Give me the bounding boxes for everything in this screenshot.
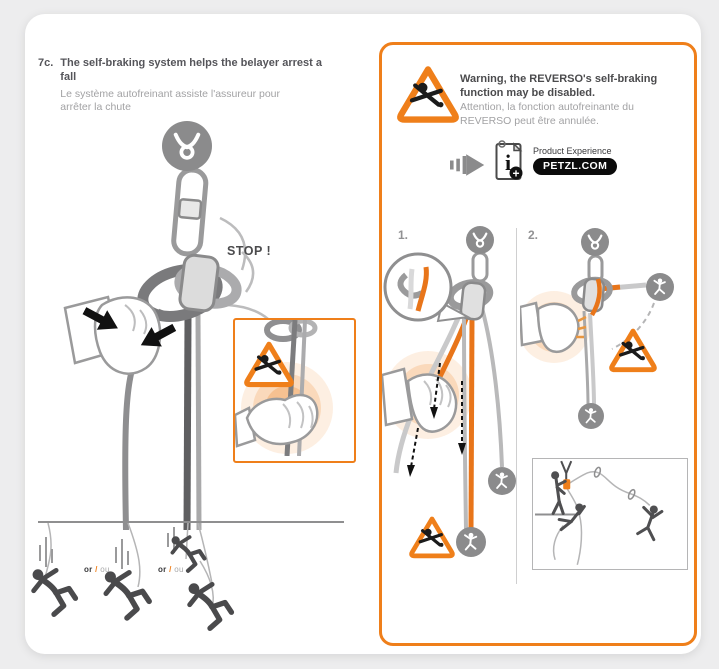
- wrong-grip-hand: [235, 393, 319, 448]
- climber-icon: [488, 467, 516, 495]
- figure-divider: [516, 228, 517, 584]
- hazard-triangle-icon: [412, 519, 453, 556]
- hazard-triangle-icon: [612, 331, 655, 370]
- brake-hand: [63, 295, 162, 375]
- reverso-device: [137, 253, 242, 322]
- slipping-hand: [382, 367, 458, 433]
- reverso-device: [446, 279, 494, 321]
- step-number: 7c.: [38, 57, 54, 69]
- forward-arrow-icon: [450, 154, 485, 176]
- climber-icon: [456, 527, 486, 557]
- figure-1-label: 1.: [398, 228, 409, 242]
- or-separator-1: or / ou: [84, 565, 110, 574]
- belay-scene-inset: [532, 458, 688, 570]
- anchor-lines: [560, 460, 573, 482]
- reverso-device: [571, 276, 613, 317]
- product-info-document-icon: i +: [495, 140, 523, 181]
- locking-carabiner: [171, 167, 209, 257]
- petzl-com-badge[interactable]: PETZL.COM: [533, 158, 618, 175]
- quickdraw-2: [627, 488, 636, 500]
- hand: [520, 301, 587, 354]
- ground-line: [38, 521, 344, 523]
- stop-label: STOP !: [227, 244, 272, 258]
- hazard-triangle-icon: [396, 64, 460, 124]
- hanging-climber-figure: [557, 503, 586, 532]
- or-separator-2: or / ou: [158, 565, 184, 574]
- slip-arrows: [410, 362, 463, 468]
- magnifier-detail: [383, 252, 472, 323]
- anchor-icon: [466, 226, 494, 254]
- warning-text-en: Warning, the REVERSO's self-braking func…: [460, 73, 658, 100]
- falling-climbers-illustration: [28, 523, 358, 658]
- wrong-grip-illustration: [235, 320, 333, 456]
- belay-scene-illustration: [535, 460, 664, 566]
- anchor-icon: [581, 228, 609, 256]
- quickdraw-1: [593, 466, 602, 478]
- info-plus-glyph: +: [512, 167, 519, 181]
- figure-2-illustration: [520, 228, 674, 429]
- wrong-grip-inset: [233, 318, 356, 463]
- warning-text-fr: Attention, la fonction autofreinante du …: [460, 101, 634, 127]
- figure-1-illustration: [382, 226, 516, 583]
- figure-2-label: 2.: [528, 228, 539, 242]
- info-i-glyph: i: [505, 150, 511, 175]
- traversing-climber-figure: [636, 505, 664, 542]
- section-heading: 7c. The self-braking system helps the be…: [38, 57, 322, 114]
- belayer-figure: [551, 471, 567, 516]
- belay-arrest-illustration: [63, 121, 269, 530]
- impact-lines: [219, 216, 269, 320]
- title-fr: Le système autofreinant assiste l'assure…: [60, 87, 280, 113]
- product-experience-label: Product Experience: [533, 146, 612, 156]
- climber-icon: [578, 403, 604, 429]
- title-en: The self-braking system helps the belaye…: [60, 57, 322, 83]
- climber-icon: [646, 273, 674, 301]
- ropes: [393, 292, 504, 530]
- slip-arrowheads: [407, 407, 466, 477]
- carabiner: [471, 251, 489, 283]
